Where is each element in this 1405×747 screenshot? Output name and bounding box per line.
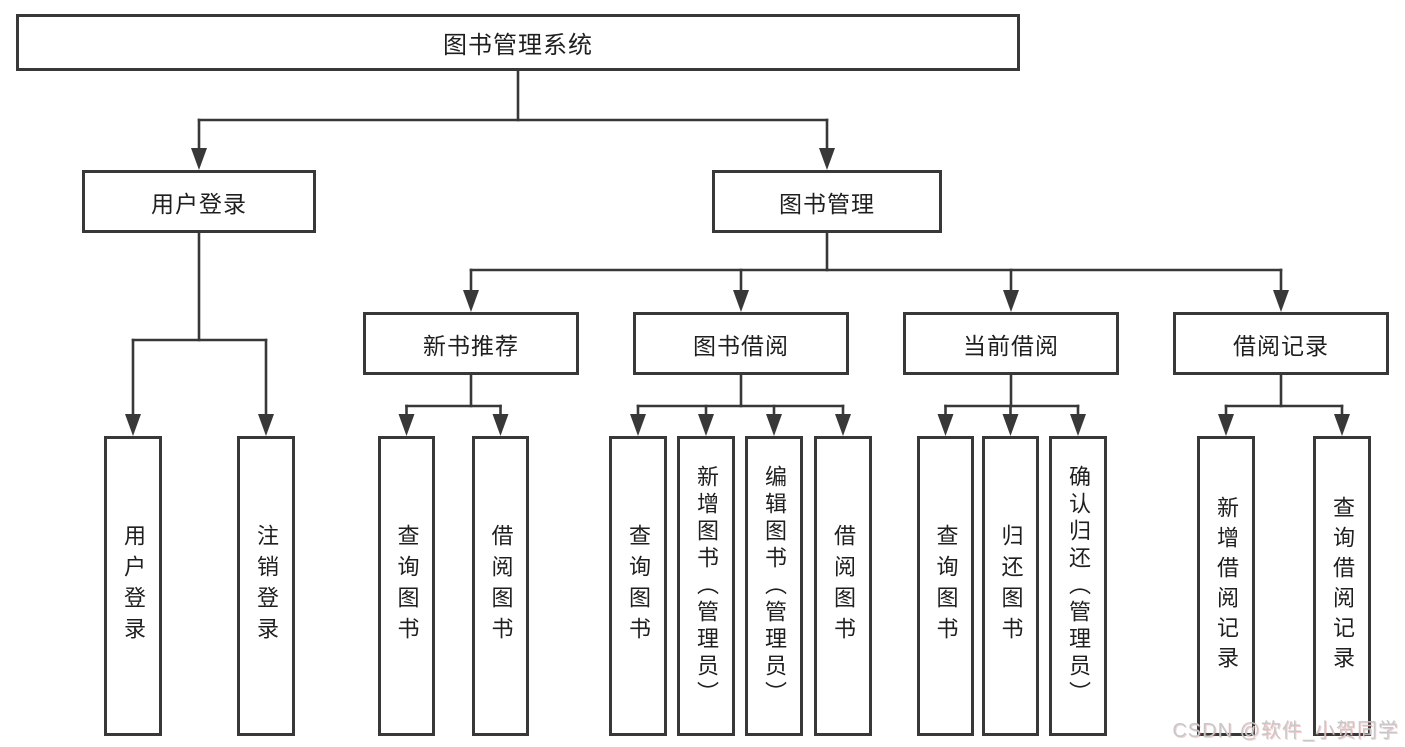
leaf-borrow-books: 借阅图书 (814, 436, 872, 736)
leaf-label: 查询借阅记录 (1330, 496, 1355, 676)
node-borrowing-records: 借阅记录 (1173, 312, 1389, 375)
node-book-management: 图书管理 (712, 170, 942, 233)
leaf-label: 查询图书 (933, 524, 959, 648)
leaf-user-login: 用户登录 (104, 436, 162, 736)
leaf-query-books-borrow: 查询图书 (609, 436, 667, 736)
node-new-book-recommendation: 新书推荐 (363, 312, 579, 375)
leaf-logout: 注销登录 (237, 436, 295, 736)
leaf-label: 新增借阅记录 (1214, 496, 1239, 676)
node-current-borrowing: 当前借阅 (903, 312, 1119, 375)
leaf-edit-books-admin: 编辑图书（管理员） (745, 436, 803, 736)
leaf-label: 编辑图书（管理员） (762, 464, 787, 708)
leaf-query-borrow-record: 查询借阅记录 (1313, 436, 1371, 736)
leaf-query-books-current: 查询图书 (917, 436, 974, 736)
leaf-query-books-recommend: 查询图书 (378, 436, 435, 736)
node-book-borrowing: 图书借阅 (633, 312, 849, 375)
leaf-label: 查询图书 (626, 524, 651, 648)
leaf-label: 用户登录 (121, 524, 146, 648)
leaf-label: 借阅图书 (831, 524, 856, 648)
leaf-borrow-books-recommend: 借阅图书 (472, 436, 529, 736)
node-library-management-system: 图书管理系统 (16, 14, 1020, 71)
leaf-label: 借阅图书 (488, 524, 514, 648)
leaf-label: 新增图书（管理员） (694, 464, 719, 708)
leaf-label: 确认归还（管理员） (1066, 464, 1091, 708)
leaf-label: 查询图书 (394, 524, 420, 648)
leaf-label: 注销登录 (254, 524, 279, 648)
leaf-return-books: 归还图书 (982, 436, 1039, 736)
node-user-login: 用户登录 (82, 170, 316, 233)
watermark: CSDN @软件_小贺同学 (1172, 720, 1399, 742)
leaf-label: 归还图书 (998, 524, 1024, 648)
leaf-add-books-admin: 新增图书（管理员） (677, 436, 735, 736)
leaf-confirm-return-admin: 确认归还（管理员） (1049, 436, 1107, 736)
leaf-add-borrow-record: 新增借阅记录 (1197, 436, 1255, 736)
